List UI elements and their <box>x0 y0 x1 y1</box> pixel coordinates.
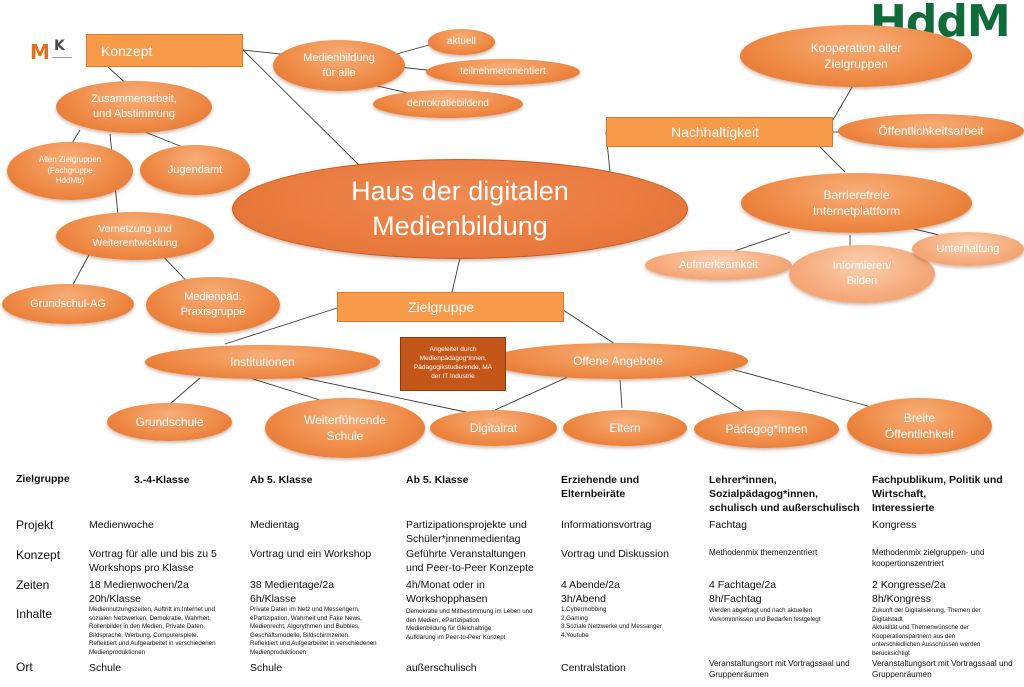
row-label-konzept: Konzept <box>16 548 61 562</box>
cell-ort: Veranstaltungsort mit Vortragssaal und G… <box>709 659 850 679</box>
node-offene-angebote: Offene Angebote <box>488 343 748 379</box>
node-medienpaed-praxisgruppe: Medienpäd. Praxisgruppe <box>146 277 280 333</box>
connector-line <box>249 377 321 401</box>
cell-zeiten: 4 Fachtage/2a 8h/Fachtag <box>709 579 777 605</box>
cell-zielgruppe: Fachpublikum, Politik und Wirtschaft, In… <box>872 474 1003 514</box>
node-aufmerksamkeit: Aufmerksamkeit <box>645 250 792 280</box>
connector-line <box>169 377 201 405</box>
cell-inhalte: Private Daten im Netz und Messengern, eP… <box>250 606 377 656</box>
mindmap-diagram: M K HddM Konzept Nachhaltigkeit Zielgrup… <box>2 0 1024 458</box>
row-label-zielgruppe: Zielgruppe <box>16 473 70 485</box>
connector-line <box>832 81 856 121</box>
cell-konzept: Methodenmix themenzentriert <box>709 548 818 557</box>
connector-line <box>242 49 373 179</box>
mk-logo: M K <box>30 38 74 68</box>
node-jugendamt: Jugendamt <box>140 145 250 195</box>
cell-projekt: Fachtag <box>709 519 747 531</box>
cell-zielgruppe: 3.-4-Klasse <box>134 474 190 486</box>
node-grundschul-ag: Grundschul-AG <box>2 284 134 324</box>
node-barrierefreie-plattform: Barrierefreie Internetplattform <box>741 173 972 233</box>
connector-line <box>289 374 481 416</box>
cell-zeiten: 2 Kongresse/2a 8h/Kongress <box>872 579 946 605</box>
row-label-ort: Ort <box>16 660 33 674</box>
node-weiterfuehrende-schule: Weiterführende Schule <box>265 398 425 458</box>
connector-line <box>139 129 186 149</box>
node-unterhaltung: Unterhaltung <box>912 232 1024 266</box>
program-table: Zielgruppe Projekt Konzept Zeiten Inhalt… <box>0 465 1024 687</box>
connector-line <box>559 307 616 345</box>
row-label-inhalte: Inhalte <box>16 607 53 621</box>
cell-konzept: Geführte Veranstaltungen und Peer-to-Pee… <box>406 548 534 574</box>
cell-zielgruppe: Erziehende und Elternbeiräte <box>561 474 640 500</box>
connector-line <box>719 365 876 409</box>
nachhaltigkeit-label: Nachhaltigkeit <box>606 117 833 147</box>
connector-line <box>69 252 91 291</box>
node-zusammenarbeit: Zusammenarbeit, und Abstimmung <box>56 81 212 133</box>
cell-ort: Schule <box>89 662 122 674</box>
node-digitalrat: Digitalrat <box>430 410 557 446</box>
node-kooperation: Kooperation aller Zielgruppen <box>740 25 972 87</box>
cell-zeiten: 18 Medienwochen/2a 20h/Klasse <box>89 579 189 605</box>
cell-inhalte: Zukunft der Digitalisierung, Themen der … <box>872 607 981 657</box>
cell-zielgruppe: Lehrer*innen, Sozialpädagog*innen, schul… <box>709 474 860 514</box>
logo-letter-k: K <box>54 38 65 54</box>
node-vernetzung: Vernetzung und Weiterentwicklung <box>56 212 214 260</box>
connector-line <box>819 146 846 173</box>
row-label-zeiten: Zeiten <box>16 578 50 592</box>
cell-zeiten: 4 Abende/2a 3h/Abend <box>561 579 620 605</box>
connector-line <box>494 375 571 411</box>
node-institutionen: Institutionen <box>145 345 380 379</box>
node-paedagoginnen: Pädagog*innen <box>694 410 839 448</box>
cell-ort: Schule <box>250 662 283 674</box>
cell-zeiten: 4h/Monat oder in Workshopphasen <box>406 579 488 605</box>
cell-konzept: Vortrag und ein Workshop <box>250 548 372 560</box>
center-node: Haus der digitalen Medienbildung <box>232 159 688 259</box>
node-breite-oeffentlichkeit: Breite Öffentlichkeit <box>847 398 992 454</box>
node-grundschule: Grundschule <box>107 403 232 441</box>
cell-konzept: Vortrag und Diskussion <box>561 548 669 560</box>
cell-konzept: Methodenmix zielgruppen- und koopertions… <box>872 548 985 568</box>
node-aktuell: aktuell <box>428 29 495 55</box>
connector-line <box>224 307 338 345</box>
guidance-note: Angeleitet durch Medienpädagog*innen, Pä… <box>400 337 506 391</box>
cell-projekt: Informationsvortrag <box>561 519 652 531</box>
logo-rule <box>52 57 72 63</box>
cell-konzept: Vortrag für alle und bis zu 5 Workshops … <box>89 548 217 574</box>
row-label-projekt: Projekt <box>16 518 54 532</box>
cell-ort: außerschulisch <box>406 662 477 674</box>
node-medienbildung: Medienbildung für alle <box>273 40 405 91</box>
logo-letter-m: M <box>30 40 50 64</box>
cell-zielgruppe: Ab 5. Klasse <box>406 474 469 486</box>
connector-line <box>451 257 461 293</box>
node-teilnehmerorientiert: teilnehmerorientiert <box>426 59 580 85</box>
node-allen-zielgruppen: Allen Zielgruppen (Fachgruppe HddMb) <box>7 142 133 200</box>
cell-projekt: Partizipationsprojekte und Schüler*innen… <box>406 519 527 545</box>
cell-ort: Veranstaltungsort mit Vortragssaal und G… <box>872 659 1013 679</box>
cell-inhalte: Demokratie und Mitbestimmung im Leben un… <box>406 608 533 641</box>
node-oeffentlichkeitsarbeit: Öffentlichkeitsarbeit <box>838 114 1024 148</box>
node-demokratiebildend: demokratiebildend <box>373 90 523 118</box>
cell-projekt: Kongress <box>872 519 917 531</box>
node-eltern: Eltern <box>563 410 687 446</box>
node-informieren-bilden: Informieren/ Bilden <box>789 245 935 303</box>
cell-inhalte: 1.Cybermobbing 2.Gaming 3.Soziale Netzwe… <box>561 606 662 639</box>
cell-ort: Centralstation <box>561 662 626 674</box>
cell-projekt: Medienwoche <box>89 519 154 531</box>
cell-projekt: Medientag <box>250 519 300 531</box>
konzept-label: Konzept <box>86 34 243 67</box>
cell-zeiten: 38 Medientage/2a 6h/Klasse <box>250 579 335 605</box>
cell-inhalte: Werden abgefragt und nach aktuellen Vork… <box>709 607 821 623</box>
zielgruppe-label: Zielgruppe <box>337 292 564 322</box>
connector-line <box>689 375 746 413</box>
cell-zielgruppe: Ab 5. Klasse <box>250 474 313 486</box>
connector-line <box>619 379 623 409</box>
cell-inhalte: Mediennutzungszeiten, Auftritt im Intern… <box>89 606 216 656</box>
